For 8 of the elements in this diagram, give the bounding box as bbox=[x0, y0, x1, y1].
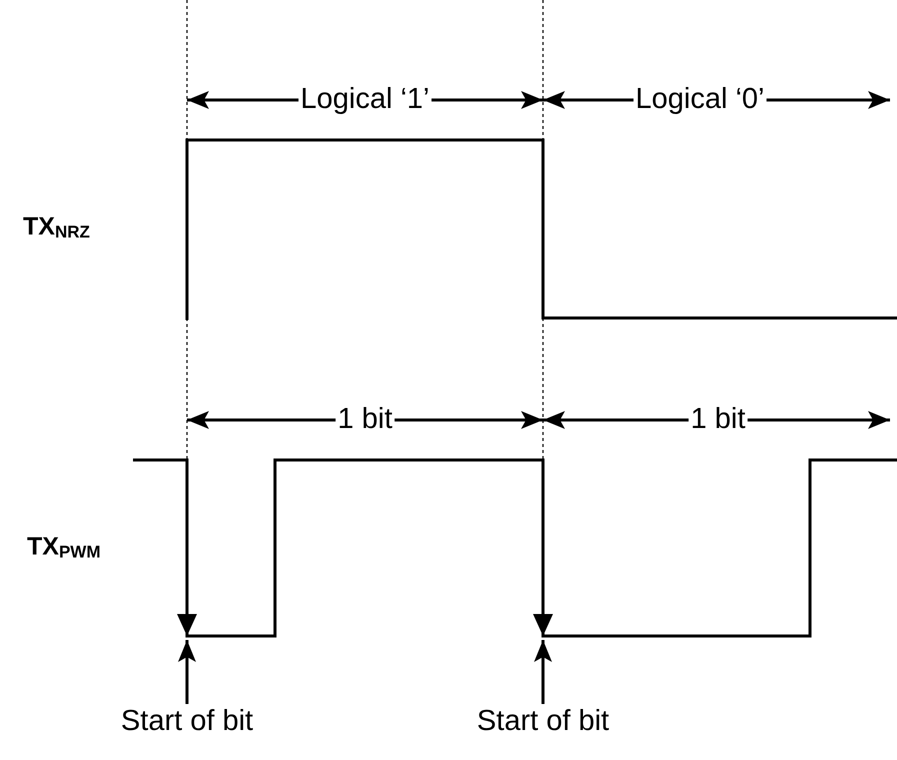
signal-name: TX$_{NRZ}$ bbox=[23, 214, 90, 242]
leader-line bbox=[178, 640, 196, 704]
dimension-label: Logical ‘0’ bbox=[634, 84, 766, 116]
leader-line bbox=[534, 640, 552, 704]
annotation-text: Start of bit bbox=[476, 706, 610, 738]
annotation-text: Start of bit bbox=[120, 706, 254, 738]
dimension-label: Logical ‘1’ bbox=[298, 84, 432, 116]
signal-name: TX$_{PWM}$ bbox=[27, 534, 100, 562]
